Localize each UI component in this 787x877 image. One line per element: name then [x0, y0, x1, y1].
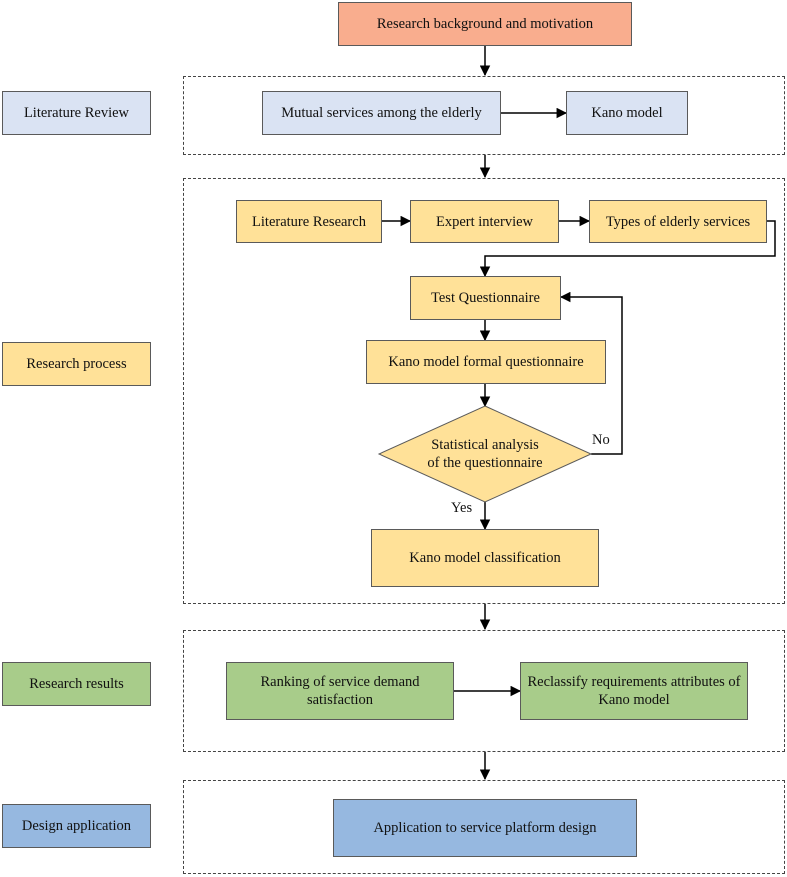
expert-interview-node: Expert interview — [410, 200, 559, 243]
kano-classification-node: Kano model classification — [371, 529, 599, 587]
decision-diamond — [377, 405, 593, 503]
no-label: No — [592, 432, 610, 448]
stage-design-application: Design application — [2, 804, 151, 848]
ranking-node: Ranking of service demand satisfaction — [226, 662, 454, 720]
stage-literature-review: Literature Review — [2, 91, 151, 135]
literature-research-node: Literature Research — [236, 200, 382, 243]
reclassify-node: Reclassify requirements attributes of Ka… — [520, 662, 748, 720]
mutual-services-node: Mutual services among the elderly — [262, 91, 501, 135]
stage-research-process: Research process — [2, 342, 151, 386]
research-background-node: Research background and motivation — [338, 2, 632, 46]
stage-research-results: Research results — [2, 662, 151, 706]
formal-questionnaire-node: Kano model formal questionnaire — [366, 340, 606, 384]
application-node: Application to service platform design — [333, 799, 637, 857]
test-questionnaire-node: Test Questionnaire — [410, 276, 561, 320]
arrow-decision-no-loop — [559, 291, 623, 455]
yes-label: Yes — [451, 500, 473, 516]
research-process-group — [183, 178, 785, 604]
statistical-analysis-label: Statistical analysis of the questionnair… — [427, 437, 543, 471]
literature-review-group — [183, 76, 785, 155]
arrow-types-to-test — [479, 220, 776, 278]
types-of-services-node: Types of elderly services — [589, 200, 767, 243]
research-results-group — [183, 630, 785, 752]
kano-model-node: Kano model — [566, 91, 688, 135]
design-application-group — [183, 780, 785, 874]
